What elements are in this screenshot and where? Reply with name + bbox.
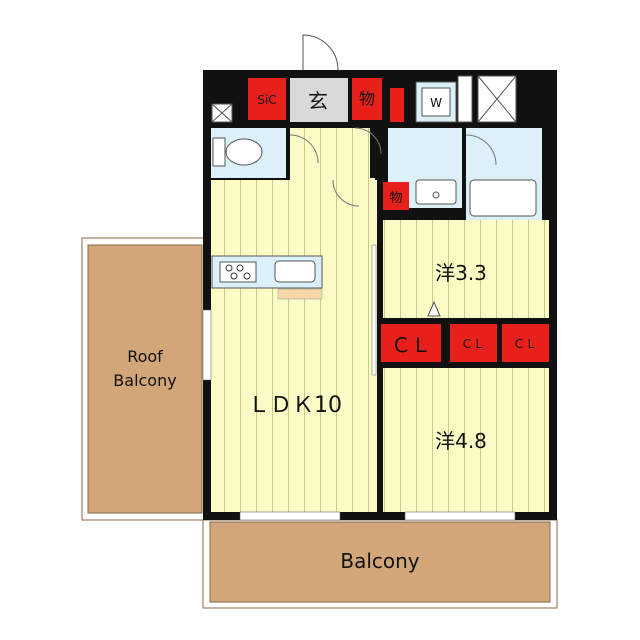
- toilet-icon: [225, 138, 263, 166]
- storage-entrance-label: 物: [359, 89, 375, 108]
- window-ldk: [239, 511, 341, 521]
- room-lower-label: 洋4.8: [435, 429, 487, 453]
- closet-small-1: [450, 324, 497, 362]
- balcony: Balcony: [202, 519, 558, 609]
- toilet-door-swing: [289, 134, 319, 164]
- roof-balcony-label-2: Balcony: [113, 371, 176, 390]
- window-room: [404, 511, 516, 521]
- bathtub-icon: [469, 179, 537, 217]
- entrance: 玄: [290, 78, 348, 122]
- hallway: [290, 128, 370, 180]
- balcony-label: Balcony: [340, 549, 419, 573]
- bath-door-swing: [465, 134, 497, 166]
- window-roof-balcony: [202, 309, 212, 381]
- closet-small-2-label: ＣＬ: [513, 337, 537, 351]
- ldk-room: ＬＤＫ10: [211, 180, 377, 512]
- storage-entrance: [352, 78, 382, 120]
- kitchen-shelf: [277, 288, 323, 300]
- toilet-tank-icon: [212, 137, 226, 167]
- room-upper: 洋3.3: [383, 220, 549, 318]
- front-door-swing: [302, 34, 339, 71]
- storage-hall: [383, 182, 409, 210]
- room-lower: 洋4.8: [383, 368, 549, 512]
- closet-small-2: [502, 324, 549, 362]
- closet-row: ＣＬ ＣＬ ＣＬ: [381, 318, 549, 368]
- shoe-closet-label: SiC: [257, 93, 276, 107]
- arrow-up-icon: [427, 300, 441, 317]
- storage-narrow: [390, 88, 404, 122]
- sink-icon: [274, 260, 316, 283]
- closet-main: [381, 324, 441, 362]
- entrance-label: 玄: [308, 89, 328, 113]
- roof-balcony-label-1: Roof: [127, 347, 163, 366]
- closet-small-1-label: ＣＬ: [461, 337, 485, 351]
- pipe-shaft: [457, 75, 473, 123]
- storage-hall-label: 物: [389, 191, 402, 206]
- hallway-lower: [320, 178, 375, 218]
- toilet-room: [211, 128, 319, 178]
- partition-wall: [377, 220, 383, 512]
- ldk-door-swing: [332, 179, 360, 207]
- room-upper-label: 洋3.3: [435, 261, 487, 285]
- sliding-door: [371, 244, 377, 376]
- ldk-label: ＬＤＫ10: [248, 393, 342, 418]
- wash-door-swing: [354, 127, 382, 155]
- closet-main-label: ＣＬ: [391, 333, 431, 357]
- bathroom: [465, 128, 542, 220]
- roof-balcony: Roof Balcony: [81, 237, 211, 521]
- washer-label: W: [430, 96, 442, 110]
- shoe-closet: [248, 78, 286, 120]
- washroom: W: [388, 81, 462, 208]
- stove-icon: [219, 261, 257, 283]
